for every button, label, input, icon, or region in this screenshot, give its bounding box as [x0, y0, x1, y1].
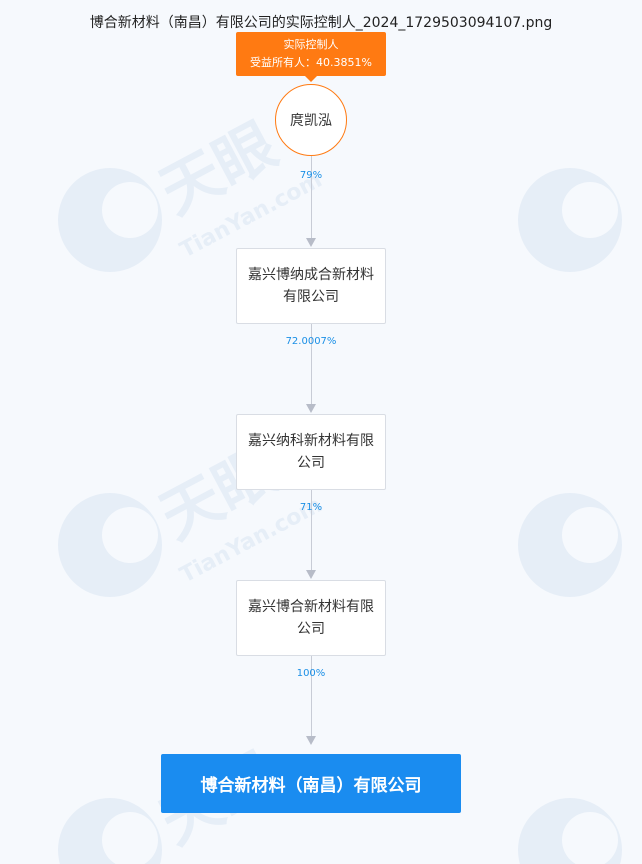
edge-arrow — [306, 736, 316, 745]
image-title: 博合新材料（南昌）有限公司的实际控制人_2024_1729503094107.p… — [89, 15, 553, 31]
edge-line — [311, 656, 312, 736]
edge-arrow — [306, 570, 316, 579]
edge-percent: 72.0007% — [285, 336, 337, 347]
edge-line — [311, 156, 312, 238]
edge-line — [311, 490, 312, 570]
benefit-share: 受益所有人：40.3851% — [250, 56, 372, 69]
company-node[interactable]: 嘉兴纳科新材料有限公司 — [236, 414, 386, 490]
person-name: 庹凯泓 — [290, 113, 332, 129]
edge-percent: 100% — [296, 668, 326, 679]
controller-person-node[interactable]: 庹凯泓 — [275, 84, 347, 156]
edge-line — [311, 324, 312, 404]
controller-tooltip: 实际控制人 受益所有人：40.3851% — [236, 32, 386, 76]
company-name: 嘉兴纳科新材料有限公司 — [248, 433, 374, 471]
tooltip-pointer — [305, 76, 317, 82]
target-company-name: 博合新材料（南昌）有限公司 — [200, 776, 422, 796]
edge-arrow — [306, 238, 316, 247]
edge-percent: 79% — [299, 170, 323, 181]
edge-arrow — [306, 404, 316, 413]
company-node[interactable]: 嘉兴博纳成合新材料有限公司 — [236, 248, 386, 324]
company-node[interactable]: 嘉兴博合新材料有限公司 — [236, 580, 386, 656]
company-name: 嘉兴博合新材料有限公司 — [248, 599, 374, 637]
controller-label: 实际控制人 — [283, 38, 339, 51]
target-company-node[interactable]: 博合新材料（南昌）有限公司 — [161, 754, 461, 813]
edge-percent: 71% — [299, 502, 323, 513]
company-name: 嘉兴博纳成合新材料有限公司 — [248, 267, 374, 305]
